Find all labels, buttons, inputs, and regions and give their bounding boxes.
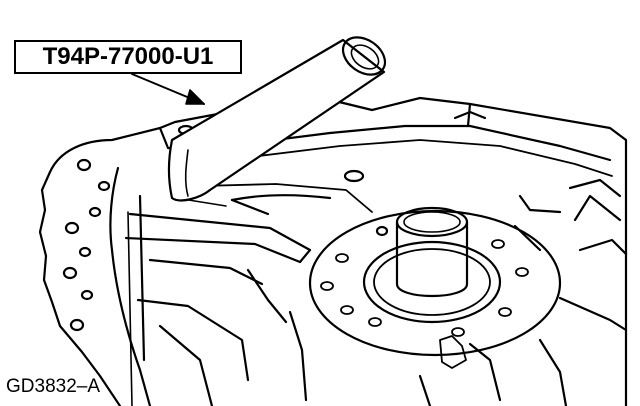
seal-tab [439, 335, 467, 369]
case-top-rim [193, 124, 612, 162]
callout-arrowhead [185, 89, 205, 105]
pump-support-flange [308, 209, 562, 357]
flange-bolt-holes [320, 239, 529, 337]
case-inner-left-wall [109, 166, 152, 406]
left-flange-bolt-holes [62, 158, 111, 332]
hub-tube [395, 220, 469, 298]
tool-part-number-callout: T94P-77000-U1 [14, 40, 242, 74]
hub-base-ring [362, 240, 502, 324]
figure-id-label: GD3832–A [6, 376, 101, 397]
alignment-tool-top-opening [341, 36, 387, 76]
case-outer-outline [38, 96, 628, 406]
tool-part-number-label: T94P-77000-U1 [42, 43, 214, 70]
hub-tube-top [395, 206, 469, 238]
alignment-tool-body [167, 38, 386, 202]
case-ribbing [124, 194, 628, 406]
